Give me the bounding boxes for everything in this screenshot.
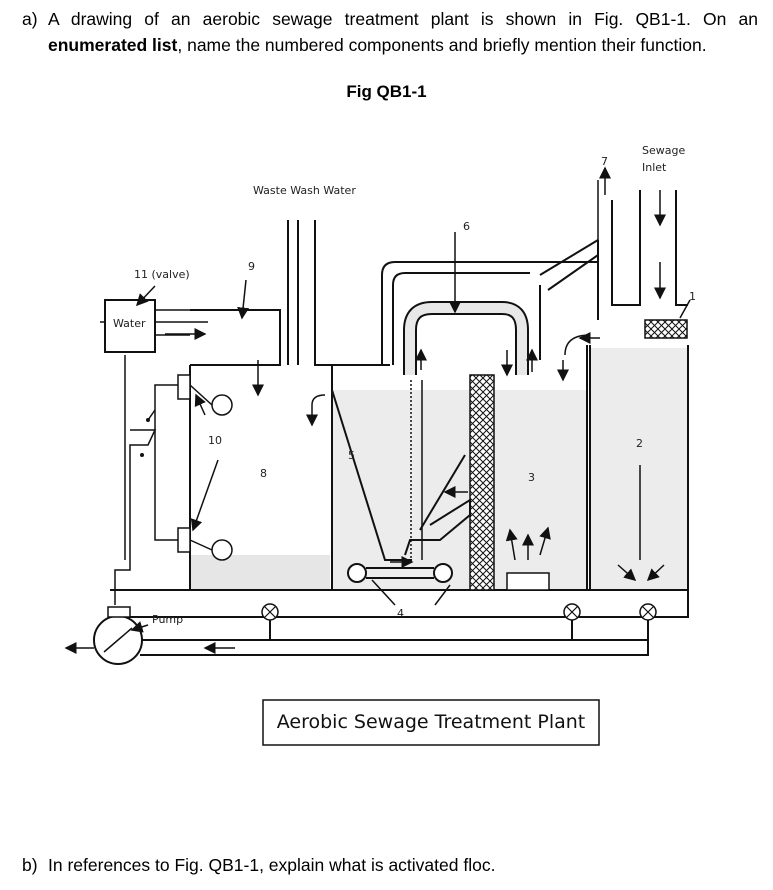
label-4: 4 <box>397 607 404 620</box>
control-wiring <box>154 384 178 541</box>
float-switch-top <box>177 374 191 400</box>
label-sewage: Sewage <box>642 144 685 157</box>
sewage-inlet-pipe <box>611 190 641 306</box>
label-10: 10 <box>208 434 222 447</box>
caption-box <box>262 699 600 746</box>
label-water: Water <box>113 317 146 330</box>
airlift-tube <box>403 301 529 375</box>
label-8: 8 <box>260 467 267 480</box>
diagram-caption: Aerobic Sewage Treatment Plant <box>277 711 586 733</box>
water-box <box>104 299 156 353</box>
label-3: 3 <box>528 471 535 484</box>
connector-pipe-2 <box>547 253 599 320</box>
return-pipe <box>140 620 649 656</box>
label-5: 5 <box>348 449 355 462</box>
waste-wash-pipe <box>287 220 299 365</box>
float-switch-bottom <box>177 527 191 553</box>
diffuser-block <box>506 572 550 591</box>
aeration-tank-water <box>332 390 587 590</box>
label-2: 2 <box>636 437 643 450</box>
deflector <box>404 454 471 556</box>
label-waste-wash-water: Waste Wash Water <box>253 184 356 197</box>
wash-chamber-top <box>190 309 281 366</box>
filter-column <box>469 374 495 591</box>
label-9-pointer <box>237 279 250 320</box>
label-7: 7 <box>601 155 608 168</box>
question-b-label: b) <box>22 855 38 875</box>
question-a-label: a) <box>22 9 38 29</box>
float-bottom <box>211 539 233 561</box>
wash-chamber-water <box>190 555 330 590</box>
connector-pipe <box>539 239 599 360</box>
top-return-pipe-inner <box>392 272 530 365</box>
label-6: 6 <box>463 220 470 233</box>
float-top <box>211 394 233 416</box>
valve-left <box>261 603 279 621</box>
aerator-pipe <box>366 567 434 579</box>
label-1: 1 <box>689 290 696 303</box>
valve-middle <box>563 603 581 621</box>
figure-title: Fig QB1-1 <box>346 82 427 101</box>
sewage-inlet-pipe-right <box>675 190 688 306</box>
aerator-left <box>347 563 367 583</box>
label-9: 9 <box>248 260 255 273</box>
question-b: b) In references to Fig. QB1-1, explain w… <box>22 855 495 876</box>
inlet-screen-1 <box>644 319 688 339</box>
aerator-right <box>433 563 453 583</box>
top-return-pipe-outer <box>381 240 599 365</box>
question-b-text: In references to Fig. QB1-1, explain wha… <box>48 855 496 875</box>
base-plate <box>110 589 689 618</box>
bubble-arrow <box>505 528 518 561</box>
label-11-pointer <box>135 285 156 307</box>
settling-tank-water <box>590 348 688 590</box>
label-inlet: Inlet <box>642 161 667 174</box>
wash-chamber-right-wall <box>314 220 333 590</box>
valve-right <box>639 603 657 621</box>
label-valve: 11 (valve) <box>134 268 190 281</box>
label-pump: Pump <box>152 613 183 626</box>
question-a-text: A drawing of an aerobic sewage treatment… <box>48 9 758 55</box>
question-a: a) A drawing of an aerobic sewage treatm… <box>22 6 758 58</box>
question-a-emphasis: enumerated list <box>48 35 178 55</box>
